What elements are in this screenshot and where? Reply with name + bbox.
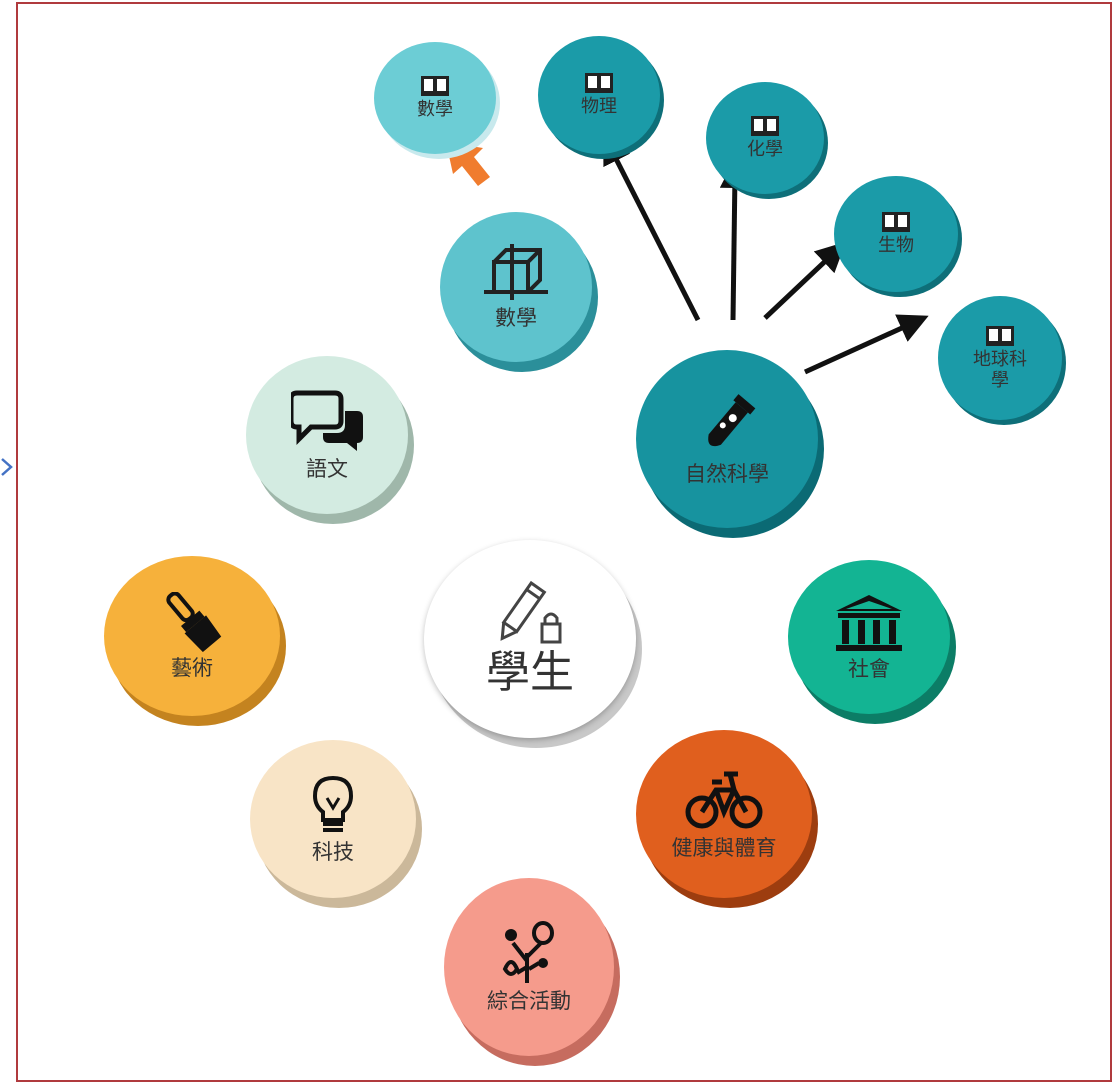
- book-icon: [585, 73, 613, 94]
- subject-social[interactable]: 社會: [788, 560, 950, 714]
- subsubject-earth-science-label: 地球科學: [973, 348, 1027, 391]
- subject-health[interactable]: 健康與體育: [636, 730, 812, 898]
- subject-tech-label: 科技: [312, 839, 354, 864]
- subject-math[interactable]: 數學: [440, 212, 592, 362]
- subject-health-label: 健康與體育: [671, 835, 777, 860]
- center-student[interactable]: 學生: [424, 540, 636, 738]
- subject-tech[interactable]: 科技: [250, 740, 416, 898]
- lightbulb-icon: [312, 775, 354, 832]
- cube-icon: [484, 243, 548, 300]
- left-edge-arrow-icon: [1, 458, 13, 476]
- subject-arts-label: 藝術: [171, 655, 213, 680]
- subject-language-label: 語文: [306, 456, 348, 481]
- subsubject-biology-label: 生物: [878, 235, 914, 257]
- subject-activity-label: 綜合活動: [487, 988, 571, 1013]
- subject-arts[interactable]: 藝術: [104, 556, 280, 716]
- subsubject-chemistry-label: 化學: [747, 139, 783, 161]
- subsubject-math[interactable]: 數學: [374, 42, 496, 154]
- subject-science[interactable]: 自然科學: [636, 350, 818, 528]
- subsubject-earth-science[interactable]: 地球科學: [938, 296, 1062, 420]
- subsubject-physics[interactable]: 物理: [538, 36, 660, 154]
- book-icon: [421, 76, 449, 97]
- subsubject-chemistry[interactable]: 化學: [706, 82, 824, 194]
- subject-language[interactable]: 語文: [246, 356, 408, 514]
- subject-activity[interactable]: 綜合活動: [444, 878, 614, 1056]
- paintbrush-icon: [166, 591, 222, 652]
- subject-math-label: 數學: [495, 305, 537, 330]
- book-icon: [986, 325, 1014, 346]
- subsubject-physics-label: 物理: [581, 96, 617, 118]
- speech-bubbles-icon: [291, 390, 363, 451]
- plant-icon: [502, 920, 554, 983]
- center-student-label: 學生: [486, 646, 574, 698]
- book-icon: [882, 212, 910, 233]
- pencil-lock-icon: [500, 580, 562, 644]
- subsubject-math-label: 數學: [417, 99, 453, 121]
- subject-science-label: 自然科學: [685, 461, 769, 486]
- book-icon: [751, 116, 779, 137]
- building-icon: [836, 594, 902, 651]
- bicycle-icon: [685, 771, 763, 829]
- subsubject-biology[interactable]: 生物: [834, 176, 958, 292]
- subject-social-label: 社會: [848, 656, 890, 681]
- test-tube-icon: [708, 394, 756, 447]
